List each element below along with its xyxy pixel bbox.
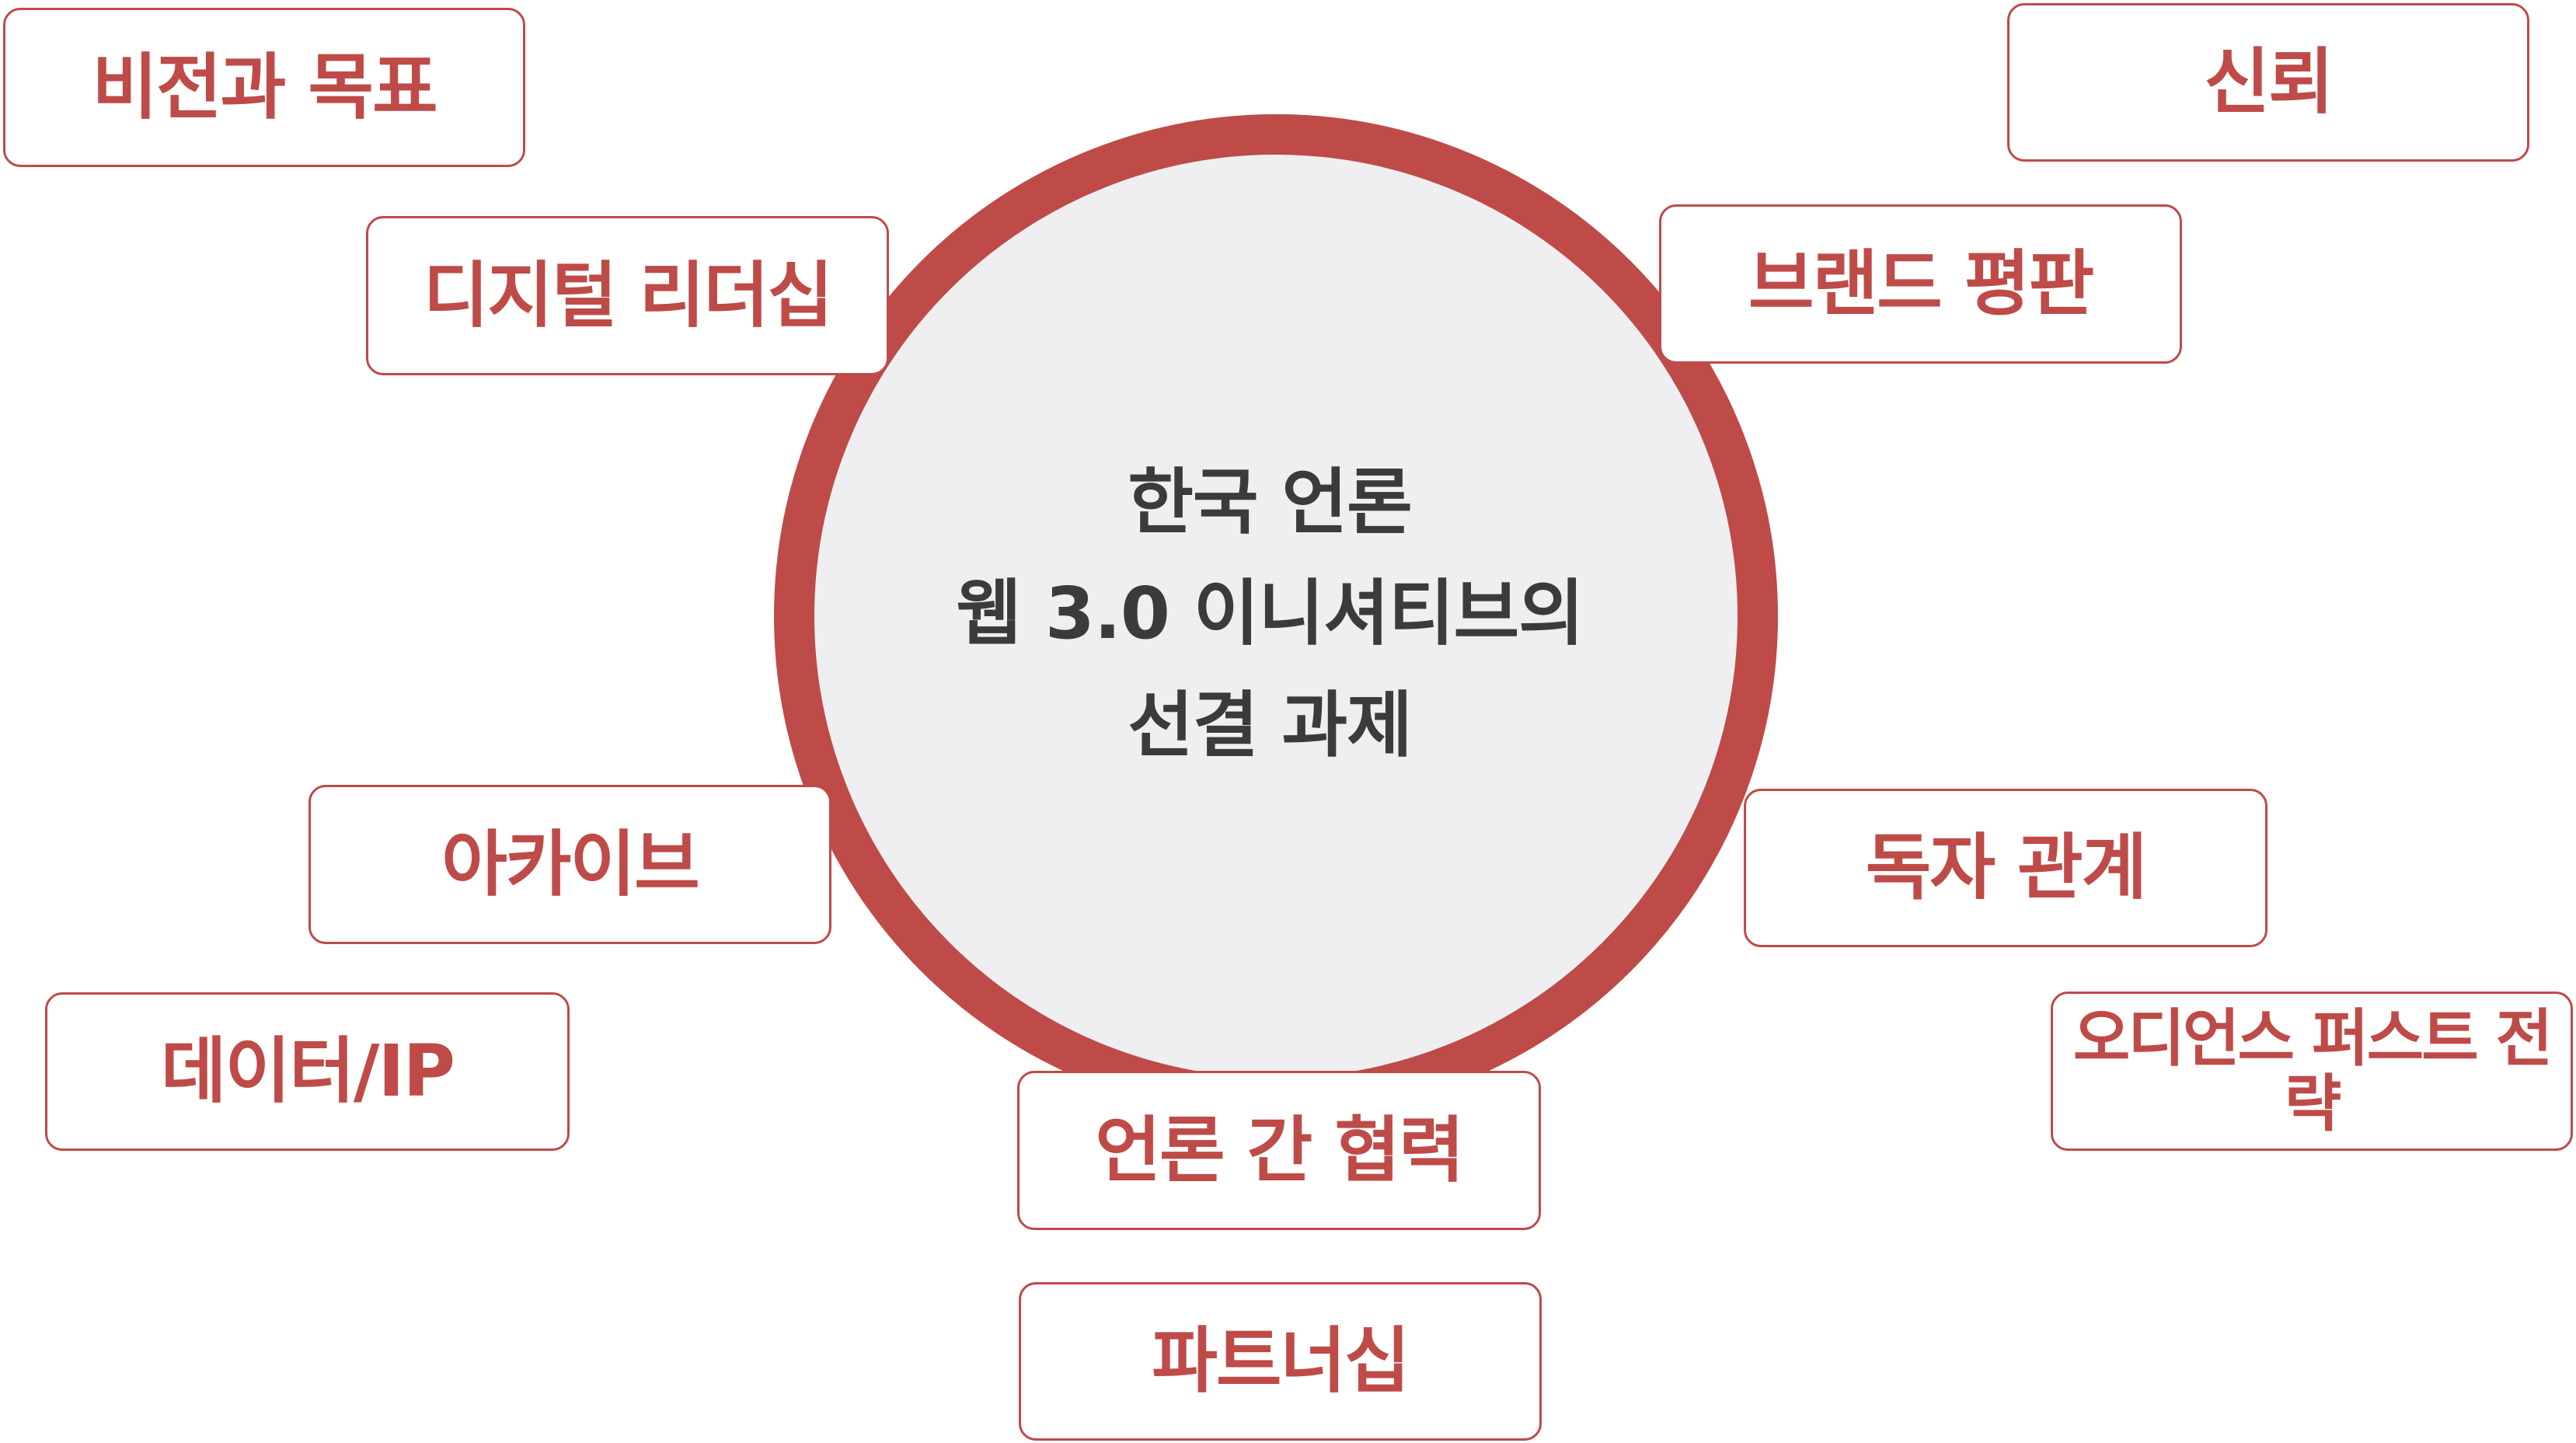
node-archive: 아카이브	[308, 785, 831, 944]
node-audience-first-strategy: 오디언스 퍼스트 전략	[2051, 992, 2573, 1151]
node-digital-leadership: 디지털 리더십	[366, 216, 889, 375]
node-trust: 신뢰	[2007, 3, 2529, 162]
node-archive-label: 아카이브	[441, 822, 700, 906]
node-reader-relations: 독자 관계	[1744, 789, 2268, 947]
node-media-cooperation: 언론 간 협력	[1017, 1071, 1541, 1230]
node-brand-reputation: 브랜드 평판	[1659, 204, 2182, 364]
node-partnership-label: 파트너십	[1152, 1319, 1410, 1403]
center-title-line-3: 선결 과제	[1128, 683, 1413, 767]
node-audience-first-strategy-label: 오디언스 퍼스트 전략	[2072, 1002, 2553, 1140]
node-reader-relations-label: 독자 관계	[1865, 826, 2148, 910]
node-data-ip: 데이터/IP	[45, 992, 570, 1151]
node-digital-leadership-label: 디지털 리더십	[423, 253, 834, 337]
node-media-cooperation-label: 언론 간 협력	[1095, 1108, 1464, 1192]
center-title: 한국 언론 웹 3.0 이니셔티브의 선결 과제	[811, 389, 1728, 839]
node-partnership: 파트너십	[1019, 1282, 1542, 1441]
center-title-line-1: 한국 언론	[1128, 460, 1413, 544]
node-brand-reputation-label: 브랜드 평판	[1748, 242, 2094, 326]
node-trust-label: 신뢰	[2204, 40, 2334, 124]
node-vision-goal-label: 비전과 목표	[92, 45, 437, 129]
node-vision-goal: 비전과 목표	[3, 8, 525, 167]
node-data-ip-label: 데이터/IP	[160, 1030, 455, 1114]
center-title-line-2: 웹 3.0 이니셔티브의	[956, 572, 1584, 656]
